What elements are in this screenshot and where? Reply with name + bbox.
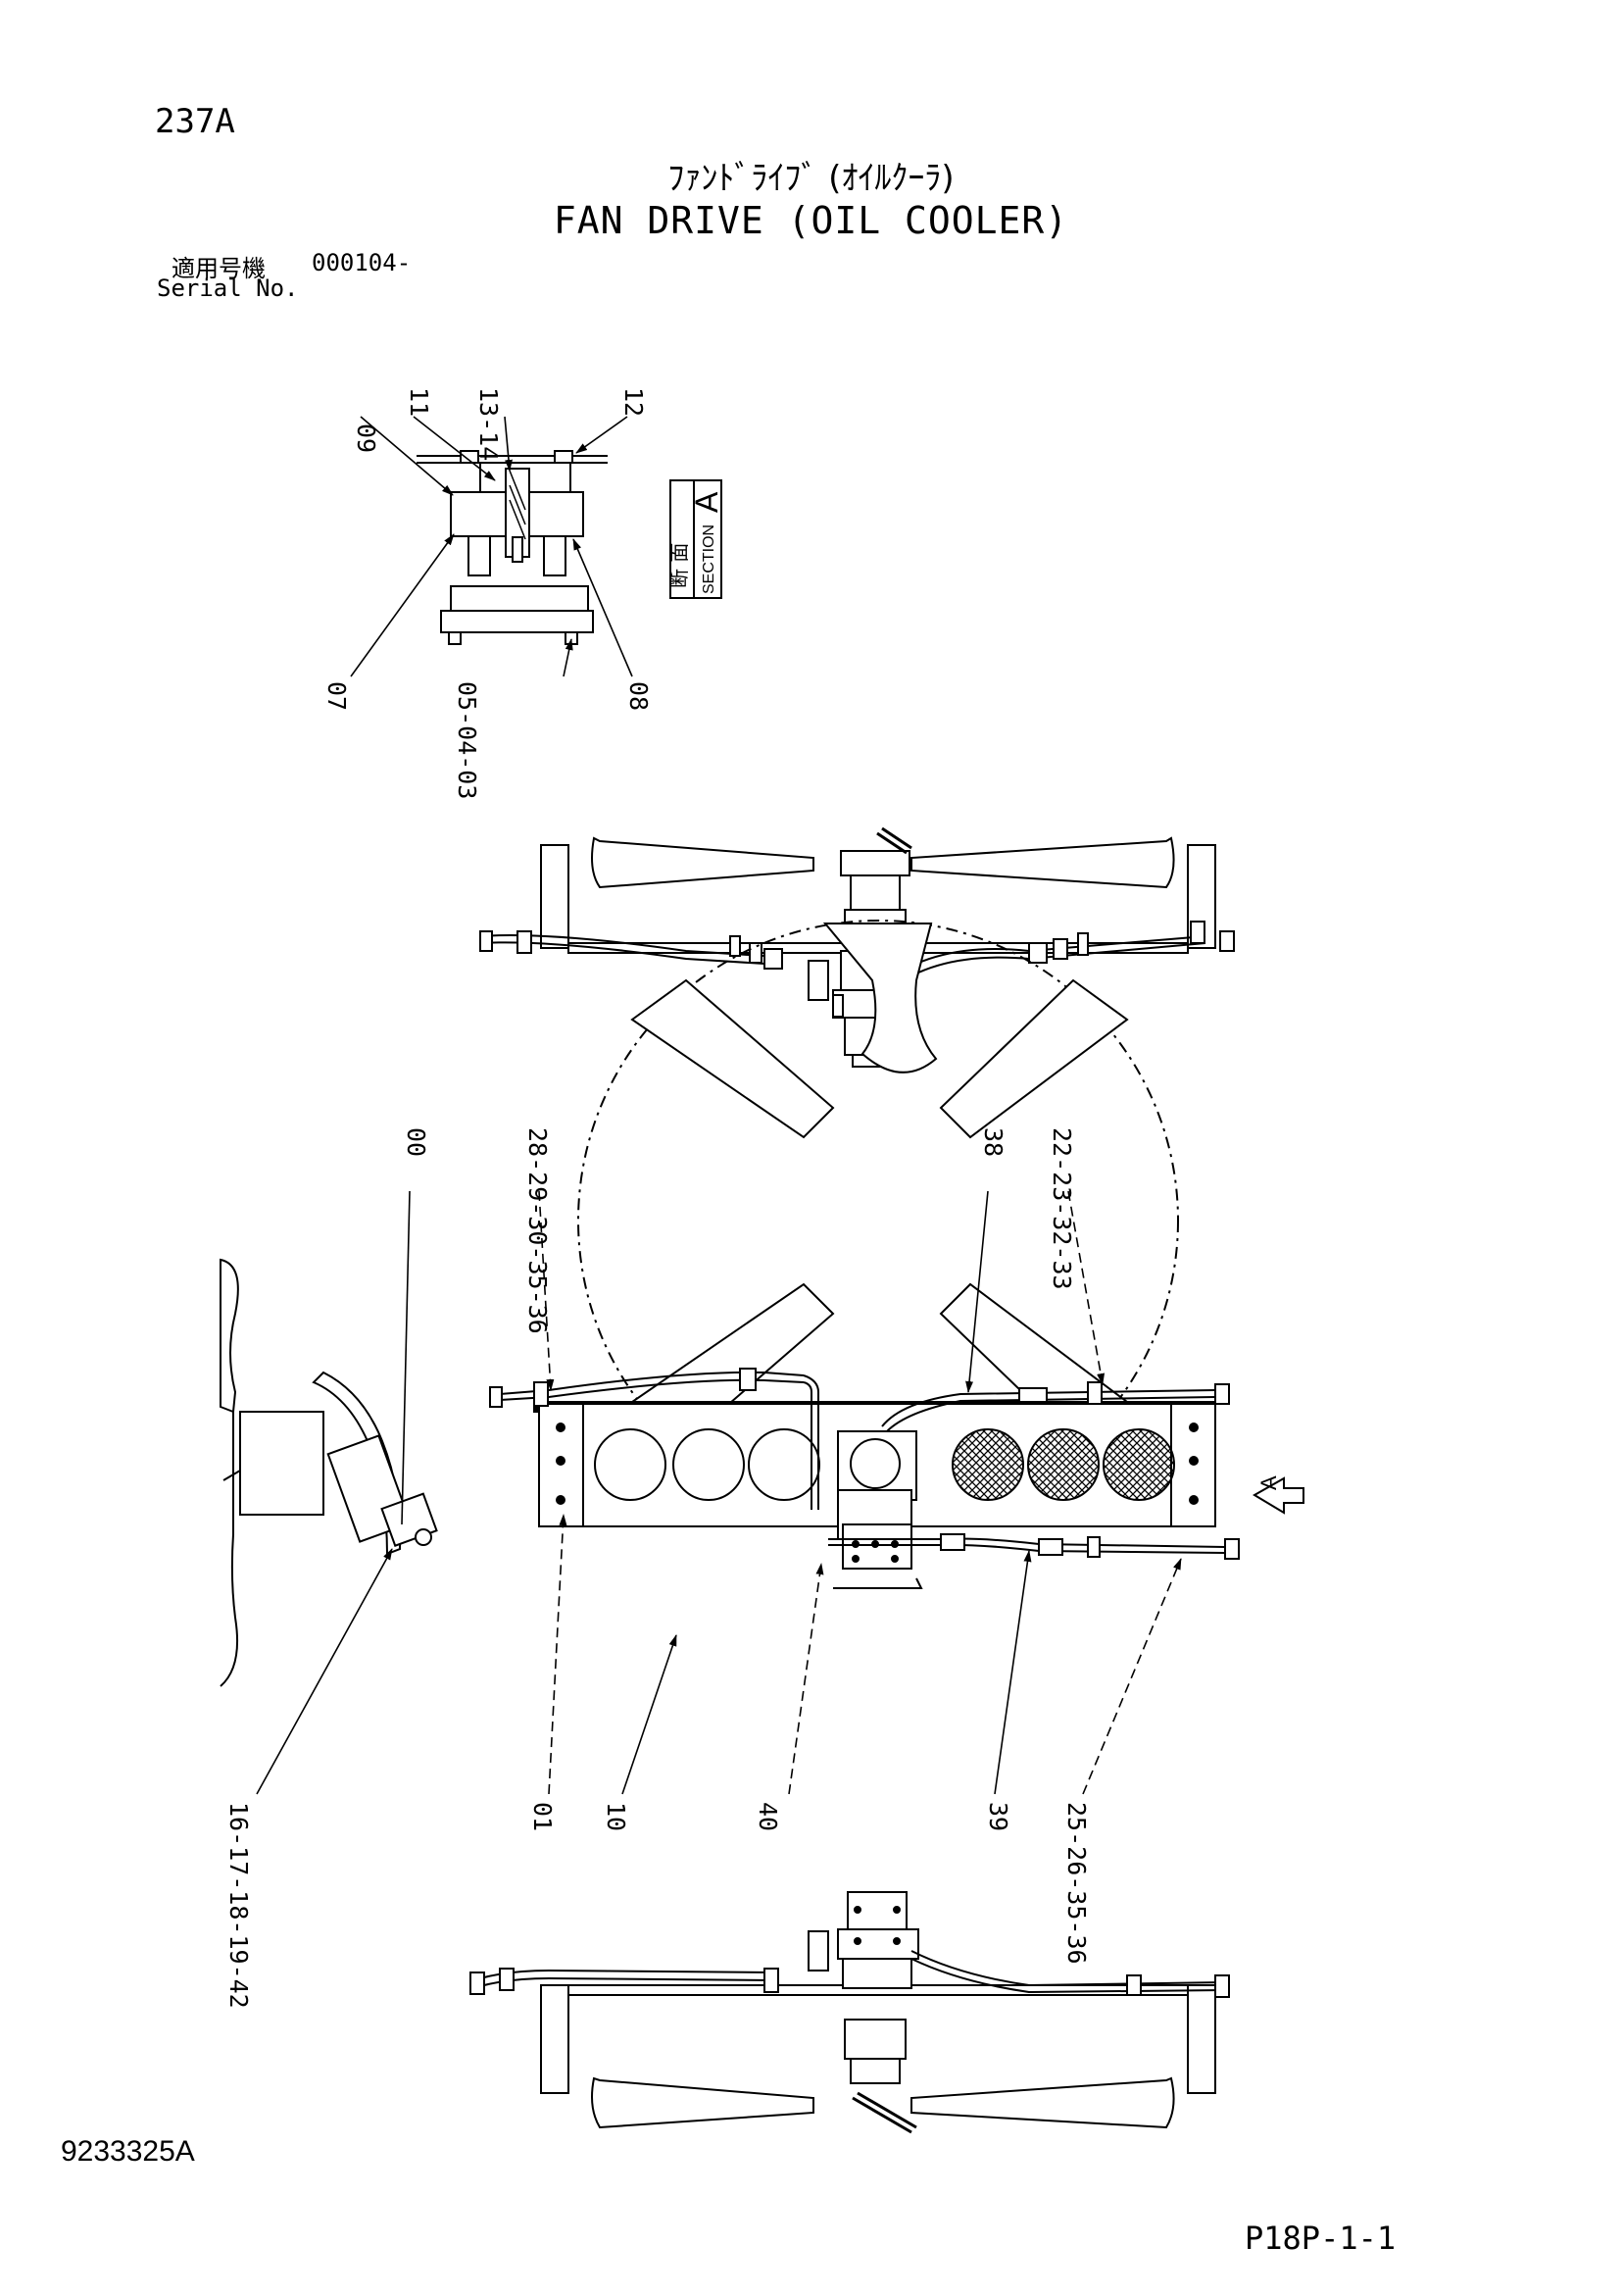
callout-10: 10 — [602, 1802, 630, 1831]
callout-40: 40 — [754, 1802, 782, 1831]
callout-22-33: 22-23-32-33 — [1048, 1127, 1076, 1290]
section-a-detail — [417, 450, 608, 645]
side-view — [220, 1258, 438, 1687]
callout-38: 38 — [979, 1127, 1008, 1157]
main-leaders-dashed — [538, 1190, 1182, 1795]
fan-swept-circle — [577, 920, 1179, 1522]
callout-16-42: 16-17-18-19-42 — [224, 1802, 253, 2009]
sheet-number: P18P-1-1 — [1245, 2220, 1397, 2257]
callout-07: 07 — [322, 681, 351, 711]
section-label-box: 断 面 SECTION A — [667, 479, 724, 599]
callout-01: 01 — [528, 1802, 557, 1831]
callout-25-36: 25-26-35-36 — [1062, 1802, 1091, 1965]
callout-05-04-03: 05-04-03 — [453, 681, 481, 799]
hoses-plan — [489, 1368, 1240, 1589]
page-code: 237A — [155, 102, 235, 141]
section-label-en: SECTION — [701, 524, 717, 594]
callout-11: 11 — [405, 387, 433, 417]
section-leaders — [350, 416, 633, 677]
serial-value: 000104- — [312, 249, 412, 276]
title-japanese: ﾌｧﾝﾄﾞﾗｲﾌﾞ (ｵｲﾙｸｰﾗ) — [667, 159, 955, 198]
section-letter: A — [689, 491, 724, 513]
callout-13-14: 13-14 — [474, 387, 503, 461]
callout-00: 00 — [402, 1127, 430, 1157]
title-english: FAN DRIVE (OIL COOLER) — [553, 199, 1069, 242]
callout-39: 39 — [984, 1802, 1012, 1831]
serial-label-english: Serial No. — [157, 275, 299, 302]
callout-12: 12 — [619, 387, 648, 417]
callout-28-36: 28-29-30-35-36 — [523, 1127, 552, 1334]
fan-motor — [837, 1430, 917, 1570]
bottom-view — [469, 1891, 1230, 2134]
serial-label-japanese: 適用号機 — [172, 255, 266, 282]
drawing-number: 9233325A — [61, 2135, 195, 2168]
view-arrow-a: A — [1253, 1475, 1304, 1515]
section-label-jp: 断 面 — [667, 543, 691, 588]
callout-08: 08 — [624, 681, 653, 711]
callout-09: 09 — [352, 424, 380, 453]
view-arrow-letter: A — [1256, 1475, 1281, 1490]
main-leaders-solid — [256, 1190, 1032, 1795]
